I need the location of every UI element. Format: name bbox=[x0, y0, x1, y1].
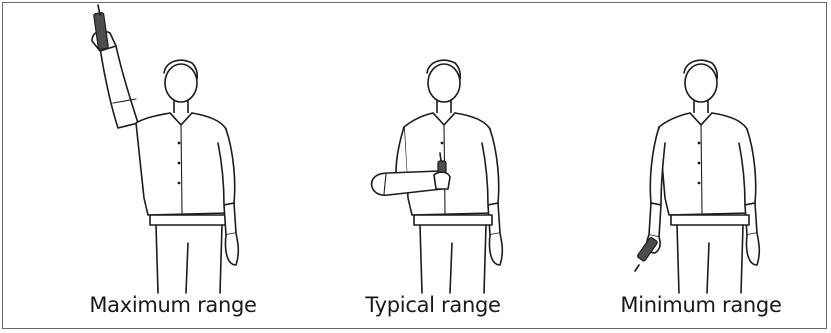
person-chest-radio-illustration bbox=[358, 3, 518, 293]
figure-typical-range bbox=[358, 3, 518, 293]
person-waist-radio-illustration bbox=[633, 3, 783, 293]
figure-minimum-range bbox=[633, 3, 783, 293]
person-raised-radio-illustration bbox=[78, 3, 268, 293]
diagram-frame: Maximum range Typical range Minimum rang… bbox=[2, 2, 827, 329]
figure-maximum-range bbox=[78, 3, 268, 293]
caption-typical-range: Typical range bbox=[348, 293, 518, 323]
caption-maximum-range: Maximum range bbox=[83, 293, 263, 323]
caption-minimum-range: Minimum range bbox=[611, 293, 791, 323]
